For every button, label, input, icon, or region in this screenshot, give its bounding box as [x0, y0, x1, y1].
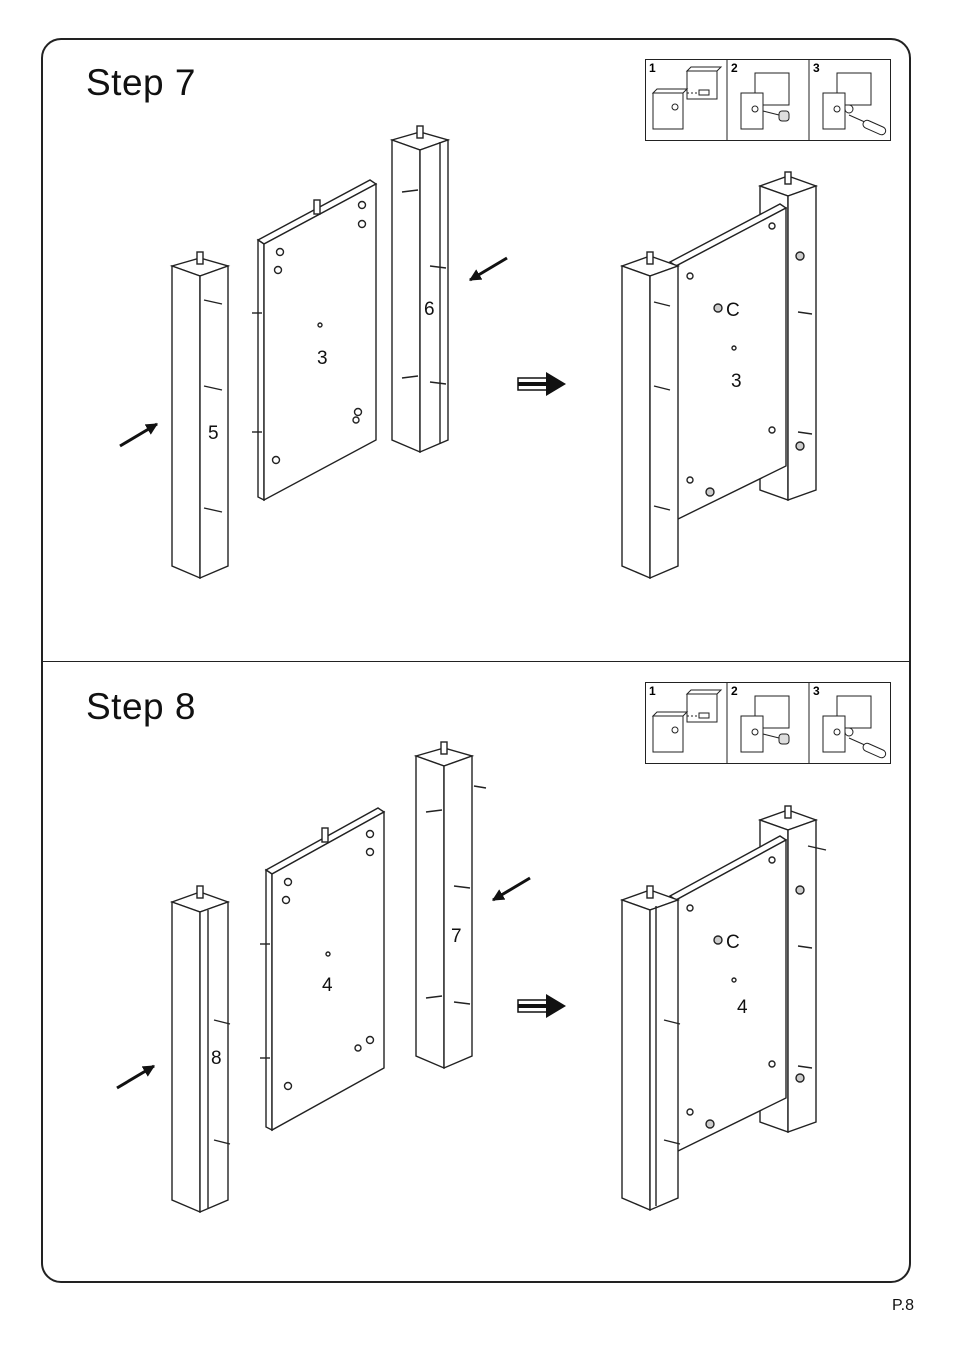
post-5 — [172, 252, 228, 578]
result-arrow-icon — [518, 994, 566, 1018]
part-label-8: 8 — [211, 1048, 222, 1069]
insert-arrow-icon — [493, 878, 530, 900]
insert-arrow-icon — [470, 258, 507, 280]
step-8-assembled — [622, 806, 826, 1210]
hardware-label-c: C — [726, 932, 740, 953]
panel-3 — [252, 180, 376, 500]
result-arrow-icon — [518, 372, 566, 396]
insert-arrow-icon — [120, 424, 157, 446]
part-label-3: 3 — [317, 348, 328, 369]
panel-4 — [260, 808, 384, 1130]
part-label-5: 5 — [208, 423, 219, 444]
post-7 — [416, 742, 486, 1068]
step-7-assembled — [622, 172, 816, 578]
result-part-label-3: 3 — [731, 371, 742, 392]
result-part-label-4: 4 — [737, 997, 748, 1018]
part-label-6: 6 — [424, 299, 435, 320]
page-number: P.8 — [892, 1297, 914, 1315]
part-label-4: 4 — [322, 975, 333, 996]
hardware-label-c: C — [726, 300, 740, 321]
part-label-7: 7 — [451, 926, 462, 947]
post-6 — [392, 126, 448, 452]
insert-arrow-icon — [117, 1066, 154, 1088]
